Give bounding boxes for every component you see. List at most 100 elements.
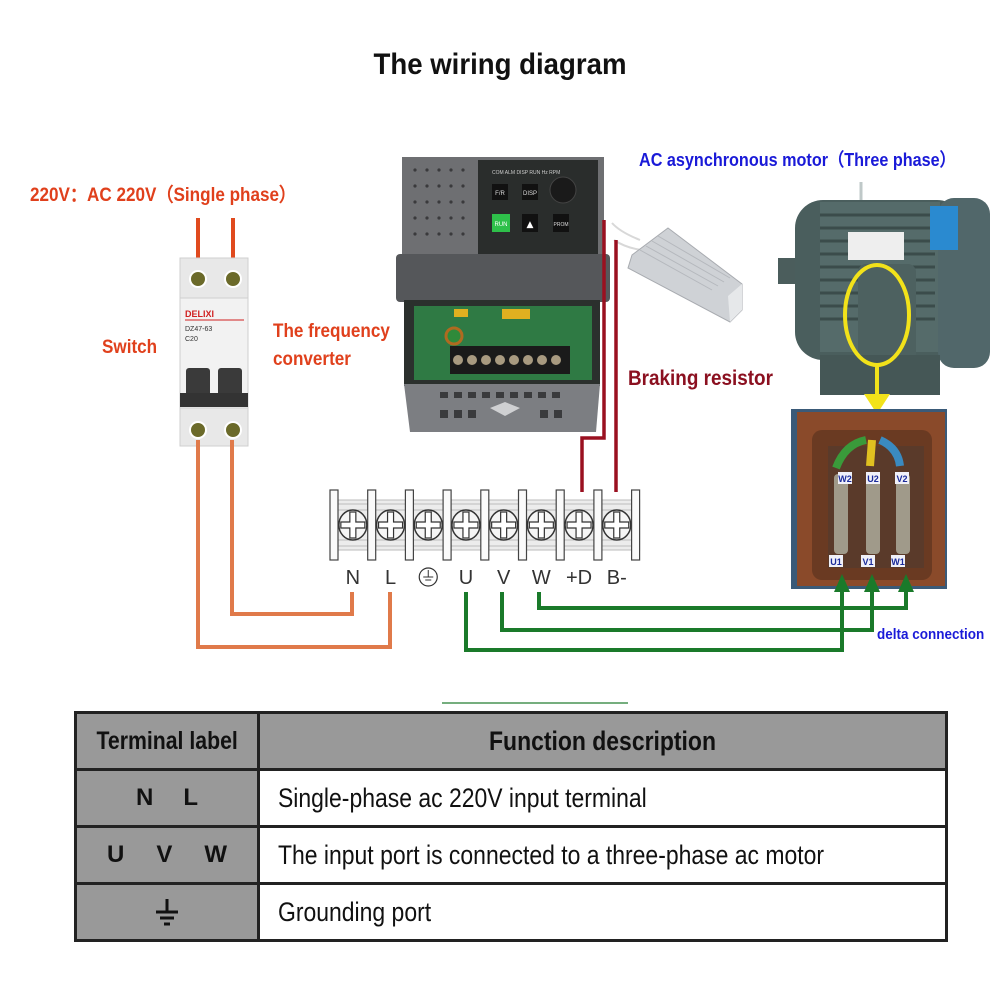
terminal-tag-label: U1 [830,557,842,567]
terminal-separator [555,489,565,561]
prom-button [553,214,569,232]
control-panel [478,160,598,256]
ground-terminal-icon [418,567,438,587]
terminal-tag [895,472,909,484]
svg-text:F/R: F/R [495,191,505,197]
screw-cross [377,511,404,539]
motor-junction-box [858,264,916,362]
braking-resistor [611,222,743,323]
terminal-label: L [385,567,396,589]
terminal-tag [866,472,880,484]
terminal-tag [838,472,852,484]
description-cell: The input port is connected to a three-p… [257,825,948,885]
terminal-label: +D [566,567,592,589]
screw-cross [491,511,517,539]
terminal-label: N [346,567,360,589]
highlight-arrow-icon [864,394,890,414]
terminal-tag-label: U2 [867,474,879,484]
wire-W [537,586,908,610]
screw-cross [604,511,630,539]
terminal-tag-label: W1 [891,557,905,567]
breaker-rating: C20 [185,336,198,343]
wire-to-plusD [580,220,606,492]
indicator-labels: COM ALM DISP RUN Hz RPM [492,170,560,176]
breaker-brand: DELIXI [185,309,214,319]
motor-nameplate [848,232,904,260]
switch-label: Switch [102,337,158,358]
wire-V [500,586,874,632]
input-wires [196,440,392,649]
description-cell: Grounding port [257,882,948,942]
speed-knob [549,176,577,204]
motor-label: AC asynchronous motor（Three phase） [639,150,956,170]
terminal-separator [404,489,414,561]
table-row: Grounding port [74,882,948,942]
header-terminal-label: Terminal label [74,711,260,771]
ground-icon [156,899,178,926]
terminal-separator [480,489,490,561]
disp-button [522,184,538,200]
wire-to-L [196,440,392,649]
frequency-converter: COM ALM DISP RUN Hz RPM F/R DISP RUN ▲ P… [396,157,610,432]
screw-cross [340,511,366,539]
terminal-separator [593,489,603,561]
breaker-screw-icon [189,270,207,288]
breaker-screw-icon [189,421,207,439]
ac-motor [778,182,990,414]
vent-holes [413,168,465,236]
motor-wire-arrows [834,574,914,592]
terminal-label: U [459,567,473,589]
converter-label-line1: The frequency [273,321,390,342]
table-header-row: Terminal label Function description [74,711,948,771]
terminal-tag [861,555,875,567]
circuit-breaker: DELIXI DZ47-63 C20 [179,257,249,447]
terminal-label: B- [607,567,627,589]
motor-wires [464,586,908,652]
braking-resistor-label: Braking resistor [628,367,773,390]
brake-wires [580,220,618,492]
run-button [492,214,510,232]
page-title: The wiring diagram [373,48,627,81]
motor-spec-label [930,206,958,250]
wire-to-N [230,440,354,616]
fr-button [492,184,508,200]
arrow-up-icon [898,574,914,592]
up-button [522,214,538,232]
terminal-label: W [532,567,551,589]
terminal-separator [630,489,641,561]
terminal-separator [517,489,528,561]
terminal-label-cell [74,882,260,942]
breaker-toggle [186,368,210,398]
wire-U [464,586,844,652]
terminal-separator [329,489,339,561]
converter-label-line2: converter [273,349,351,370]
terminal-separator [367,489,377,561]
svg-text:RUN: RUN [495,222,508,228]
breaker-toggle [218,368,242,398]
terminal-separator [442,489,452,561]
arrow-up-icon [834,574,850,592]
screw-cross [415,511,441,539]
terminal-label: V [497,567,511,589]
terminal-tag-label: V1 [862,557,873,567]
screw-cross [566,511,592,539]
description-cell: Single-phase ac 220V input terminal [257,768,948,828]
arrow-up-icon [864,574,880,592]
screw-cross [528,511,554,539]
breaker-model: DZ47-63 [185,326,212,333]
terminal-tag-label: W2 [838,474,852,484]
terminal-tag-label: V2 [896,474,907,484]
screw-cross [453,511,479,539]
breaker-screw-icon [224,421,242,439]
svg-text:DISP: DISP [523,191,537,197]
breaker-screw-icon [224,270,242,288]
svg-text:PROM: PROM [554,222,569,228]
